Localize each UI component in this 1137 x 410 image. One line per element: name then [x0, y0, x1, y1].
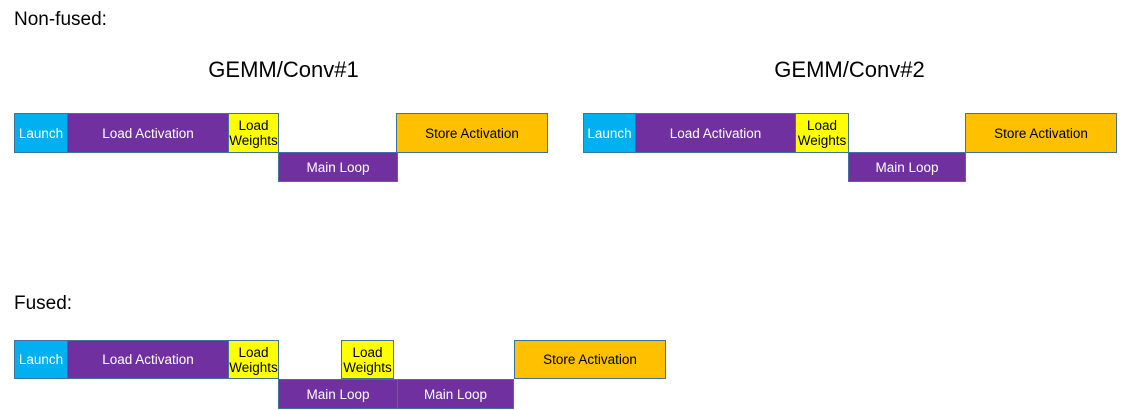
section-label-fused: Fused:	[14, 293, 73, 314]
group-title-gemm-conv-2: GEMM/Conv#2	[774, 57, 925, 82]
bar-load-activation: Load Activation	[635, 113, 796, 153]
bar-store-activation: Store Activation	[396, 113, 548, 153]
bar-store-activation: Store Activation	[965, 113, 1117, 153]
bar-label: Launch	[18, 125, 64, 141]
bar-label: Load Weights	[343, 344, 392, 375]
bar-load-activation: Load Activation	[67, 340, 229, 379]
bar-label: Main Loop	[306, 159, 370, 175]
bar-main-loop-2: Main Loop	[397, 379, 514, 409]
bar-label: Store Activation	[425, 125, 519, 141]
bar-label: Load Weights	[229, 344, 278, 375]
bar-load-weights: Load Weights	[228, 340, 279, 379]
bar-label: Main Loop	[875, 159, 939, 175]
bar-label: Load Activation	[669, 125, 762, 141]
bar-load-weights: Load Weights	[795, 113, 849, 153]
bar-label: Launch	[587, 125, 632, 141]
bar-launch: Launch	[583, 113, 636, 153]
bar-main-loop: Main Loop	[278, 379, 398, 409]
bar-main-loop: Main Loop	[278, 152, 398, 182]
bar-label: Load Activation	[102, 352, 194, 367]
bar-store-activation: Store Activation	[514, 340, 666, 379]
bar-label: Launch	[18, 352, 64, 367]
bar-load-weights-2: Load Weights	[341, 340, 394, 379]
bar-main-loop: Main Loop	[848, 152, 966, 182]
bar-launch: Launch	[14, 340, 68, 379]
bar-label: Load Weights	[229, 118, 278, 148]
bar-load-weights: Load Weights	[228, 113, 279, 153]
bar-label: Load Activation	[102, 125, 194, 141]
bar-label: Store Activation	[543, 352, 637, 367]
bar-launch: Launch	[14, 113, 68, 153]
bar-label: Main Loop	[306, 386, 370, 402]
bar-label: Main Loop	[423, 386, 488, 402]
group-title-gemm-conv-1: GEMM/Conv#1	[208, 57, 359, 82]
bar-label: Load Weights	[797, 118, 847, 148]
bar-label: Store Activation	[994, 125, 1088, 141]
section-label-non-fused: Non-fused:	[14, 9, 107, 30]
bar-load-activation: Load Activation	[67, 113, 229, 153]
